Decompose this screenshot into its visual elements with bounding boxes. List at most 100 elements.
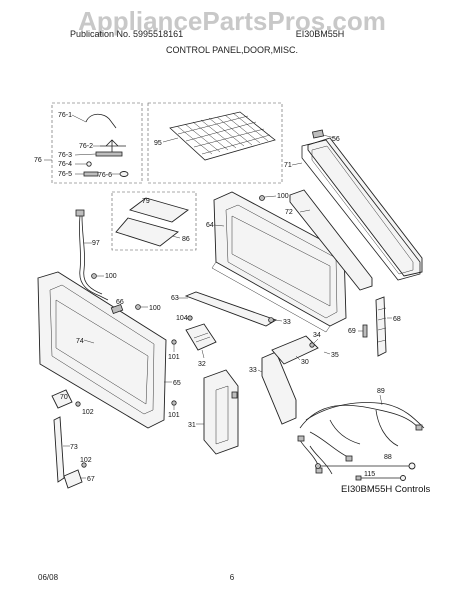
model-caption: EI30BM55H Controls [341, 484, 430, 495]
callout-31: 31 [188, 422, 196, 429]
manuals-79-86-group: 79 86 [111, 191, 197, 251]
callout-70: 70 [60, 394, 68, 401]
watermark: AppliancePartsPros.com [78, 6, 386, 36]
callout-102-top: 102 [82, 409, 94, 416]
callout-66: 66 [116, 299, 124, 306]
callout-30: 30 [301, 359, 309, 366]
hinge-group: 70 102 73 102 67 [51, 389, 95, 489]
callout-104: 104 [176, 315, 188, 322]
callout-76-1: 76-1 [58, 112, 72, 119]
callout-76-2: 76-2 [79, 143, 93, 150]
part-70-hinge-block [51, 389, 73, 409]
part-68-bracket [375, 296, 387, 357]
part-76-2-spreader [100, 139, 126, 152]
panel-bracket-group: 34 30 35 33 [249, 332, 339, 425]
callout-33-bracket: 33 [249, 367, 257, 374]
callout-86: 86 [182, 236, 190, 243]
callout-73: 73 [70, 444, 78, 451]
part-73-hinge-arm [53, 416, 65, 483]
callout-63: 63 [171, 295, 179, 302]
part-69-switch [362, 324, 368, 338]
callout-76-4: 76-4 [58, 161, 72, 168]
footer-page-number: 6 [230, 573, 235, 582]
bracket-68-69-group: 68 69 [348, 296, 401, 357]
callout-76-3: 76-3 [58, 152, 72, 159]
part-76-1-wire [85, 113, 117, 129]
harness-plug-3 [345, 455, 353, 462]
callout-97: 97 [92, 240, 100, 247]
callout-100-mid: 100 [105, 273, 117, 280]
part-97-connector [75, 209, 85, 217]
callout-89: 89 [377, 388, 385, 395]
part-76-3-rod [95, 151, 123, 157]
callout-101-low: 101 [168, 412, 180, 419]
part-97-wire-harness [79, 215, 109, 301]
callout-115: 115 [364, 471, 375, 478]
panel-button [231, 391, 238, 399]
callout-74: 74 [76, 338, 84, 345]
callout-71: 71 [284, 162, 292, 169]
callout-34: 34 [313, 332, 321, 339]
part-30-mount [271, 335, 319, 365]
callout-67: 67 [87, 476, 95, 483]
callout-72: 72 [285, 209, 293, 216]
part-71-door-frame [301, 139, 421, 281]
part-32-control-module [185, 323, 217, 351]
section-title: CONTROL PANEL,DOOR,MISC. [166, 45, 298, 55]
inner-door-64-group: 100 72 64 [206, 189, 373, 333]
harness-97-group: 97 100 [75, 209, 117, 301]
ground-wire-group: 88 115 [315, 454, 416, 481]
callout-76-6: 76-6 [98, 172, 112, 179]
callout-64: 64 [206, 222, 214, 229]
part-33-bracket [261, 351, 297, 425]
callout-101-top: 101 [168, 354, 180, 361]
screw-33-top [268, 317, 274, 323]
model-code: EI30BM55H [296, 29, 345, 39]
part-86-literature [115, 217, 179, 247]
control-panel-31-group: 31 [188, 369, 239, 455]
callout-65: 65 [173, 380, 181, 387]
callout-79: 79 [142, 198, 150, 205]
callout-32: 32 [198, 361, 206, 368]
harness-89-group: 89 [297, 388, 425, 475]
part-65-outer-door [37, 271, 167, 429]
callout-33-top: 33 [283, 319, 291, 326]
vent-63-group: 63 33 [171, 291, 291, 327]
rack-95-box [147, 102, 283, 184]
part-63-vent-trim [184, 291, 278, 327]
outer-door-65-group: 74 65 [37, 271, 181, 429]
screw-34 [309, 342, 315, 348]
part-31-control-panel [203, 369, 239, 455]
part-88-terminal [408, 462, 416, 470]
callout-56: 56 [332, 136, 340, 143]
part-79-manual [129, 197, 189, 223]
kit-76-box [51, 102, 143, 184]
part-56-clip [312, 129, 324, 139]
callout-76: 76 [34, 157, 42, 164]
callout-100-low: 100 [149, 305, 161, 312]
kit-76-group: 76-1 76-2 76-3 76-4 76-5 76-6 76 [34, 102, 143, 184]
callout-35: 35 [331, 352, 339, 359]
screw-100-low [135, 304, 141, 310]
screw-100-top [259, 195, 265, 201]
callout-69: 69 [348, 328, 356, 335]
screw-104 [187, 315, 193, 321]
screw-100-mid [91, 273, 97, 279]
harness-plug-2 [415, 424, 423, 431]
screw-101-top [171, 339, 177, 345]
callout-76-5: 76-5 [58, 171, 72, 178]
manuals-box [111, 191, 197, 251]
publication-code: Publication No. 5995518161 [70, 29, 183, 39]
callout-100-top: 100 [277, 193, 289, 200]
callout-68: 68 [393, 316, 401, 323]
door-frame-71-group: 56 71 [284, 129, 423, 281]
part-95-oven-rack [169, 111, 276, 161]
callout-95: 95 [154, 140, 162, 147]
footer-date: 06/08 [38, 573, 59, 582]
part-76-6-washer [119, 171, 129, 177]
callout-88: 88 [384, 454, 392, 461]
harness-plug-1 [297, 435, 305, 442]
part-67-hinge-receiver [63, 469, 83, 489]
